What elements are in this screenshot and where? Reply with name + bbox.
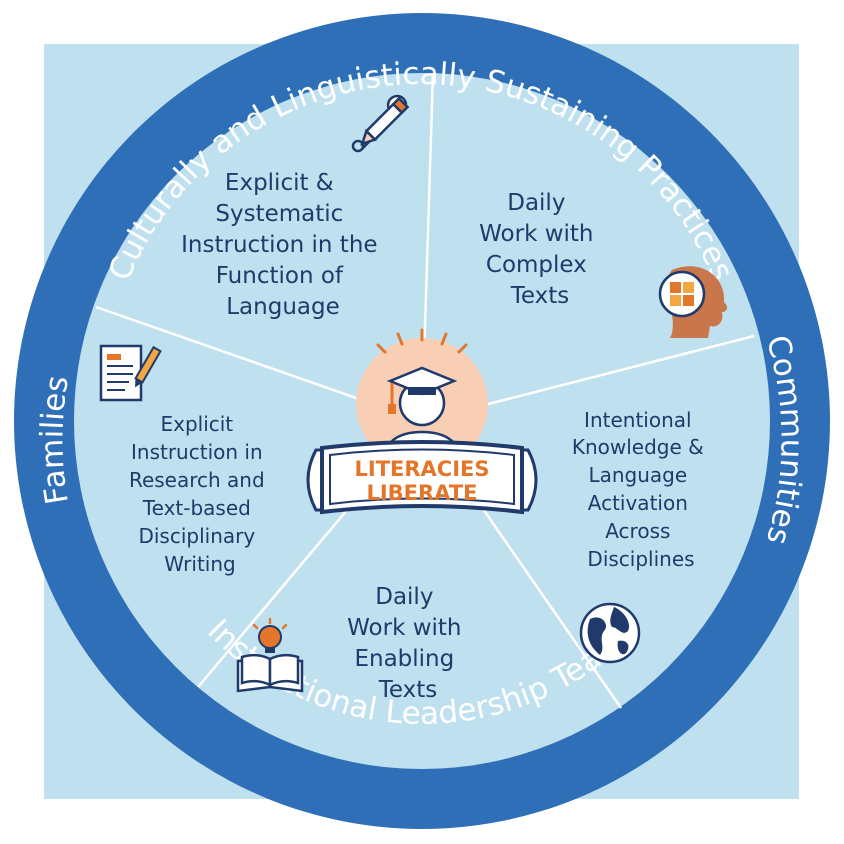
segment-complex-text: Daily Work with Complex Texts <box>479 190 601 309</box>
center-banner: LITERACIES LIBERATE <box>306 440 538 515</box>
center-title-line2: LIBERATE <box>366 481 477 505</box>
pencil-wrench-icon <box>351 94 410 153</box>
globe-icon <box>579 602 641 664</box>
segment-systematic-text: Explicit & Systematic Instruction in the… <box>181 170 385 320</box>
segment-enabling-text: Daily Work with Enabling Texts <box>347 584 469 703</box>
center-title-line1: LITERACIES <box>355 457 490 481</box>
head-puzzle-icon <box>658 266 728 338</box>
book-lightbulb-icon <box>236 617 304 693</box>
segment-research-text: Explicit Instruction in Research and Tex… <box>129 412 271 576</box>
document-pen-icon <box>99 344 162 402</box>
segment-knowledge-text: Intentional Knowledge & Language Activat… <box>572 408 710 571</box>
ring-left-text: Families <box>34 373 76 507</box>
